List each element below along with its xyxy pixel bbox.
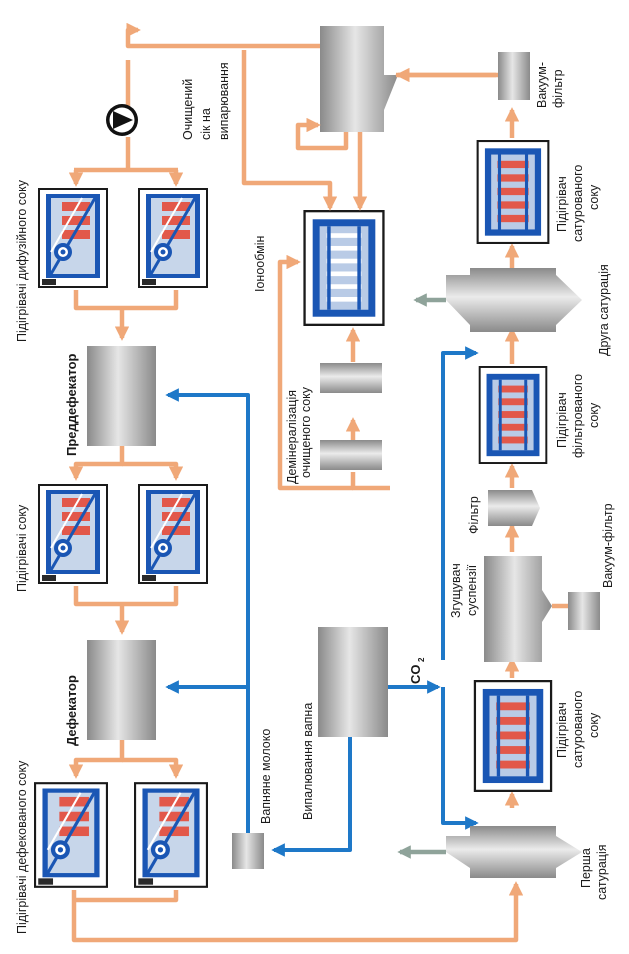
label-saturated-heater-bottom-1: Підігрівач [555, 702, 569, 758]
label-defecator: Дефекатор [64, 675, 79, 746]
diffusion-heater-1 [38, 188, 108, 288]
label-co2-subscript: 2 [417, 657, 426, 662]
flow-defecated-to-first-saturation [71, 881, 524, 943]
defecated-heater-1 [34, 782, 108, 888]
label-second-saturation: Друга сатурація [597, 264, 611, 356]
ion-exchange-unit [302, 210, 386, 326]
pump-icon [106, 104, 138, 136]
flow-defecator-to-heaters [68, 740, 184, 779]
ion-exchange-lines [277, 254, 361, 491]
label-saturated-heater-top-1: Підігрівач [555, 176, 569, 232]
lime-milk-lines [165, 388, 250, 833]
label-ion-exchange: Іонообмін [253, 236, 267, 292]
demineralization-column-1 [320, 440, 382, 470]
label-first-saturation-2: сатурація [595, 844, 609, 900]
label-lime-milk: Вапняне молоко [259, 729, 273, 824]
filter-unit [488, 490, 540, 526]
label-vacuum-filter-top-1: Вакуум- [535, 62, 549, 108]
defecated-heater-2 [134, 782, 208, 888]
filtered-heater [477, 366, 549, 464]
label-juice-heaters: Підігрівачі соку [15, 504, 29, 592]
label-purified-juice-1: Очищений [181, 79, 195, 140]
flow-thickener-to-demin [350, 472, 390, 491]
first-saturation-vessel [446, 826, 582, 878]
label-defecated-heaters: Підігрівачі дефекованого соку [15, 760, 29, 934]
purified-juice-lines [125, 22, 500, 211]
label-filtered-heater-3: соку [587, 402, 601, 428]
vacuum-filter-bottom [568, 592, 600, 630]
saturated-heater-top [475, 140, 551, 244]
vacuum-filter-top [498, 52, 530, 100]
evaporation-unit [320, 26, 398, 132]
defecator-vessel [87, 640, 156, 740]
lime-kiln [318, 627, 388, 737]
label-purified-juice-3: випарювання [217, 62, 231, 140]
flow-heaters-to-defecator [73, 586, 179, 635]
label-first-saturation-1: Перша [579, 848, 593, 888]
label-thickener-1: Згущувач [449, 563, 463, 618]
label-demineralization-1: Демінералізація [285, 390, 299, 484]
label-demineralization-2: очищеного соку [299, 386, 313, 478]
label-filtered-heater-1: Підігрівач [555, 392, 569, 448]
juice-heater-1 [38, 484, 108, 584]
label-saturated-heater-top-2: сатурованого [571, 165, 585, 242]
label-thickener-2: суспензії [465, 564, 479, 616]
label-diffusion-heaters: Підігрівачі дифузійного соку [15, 179, 29, 342]
label-saturated-heater-bottom-2: сатурованого [571, 691, 585, 768]
thickener-vessel [484, 556, 552, 662]
label-filter: Фільтр [467, 496, 481, 534]
saturated-heater-bottom [473, 680, 553, 792]
predefecator-vessel [87, 346, 156, 446]
label-saturated-heater-bottom-3: соку [587, 712, 601, 738]
flow-predefecator-to-heaters [68, 446, 184, 481]
lime-milk-tank [232, 833, 264, 869]
label-predefecator: Преддефекатор [64, 353, 79, 456]
label-vacuum-filter-bottom: Вакуум-фільтр [601, 503, 615, 588]
second-saturation-vessel [446, 268, 582, 332]
label-purified-juice-2: сік на [199, 108, 213, 140]
label-filtered-heater-2: фільтрованого [571, 374, 585, 458]
label-vacuum-filter-top-2: фільтр [551, 69, 565, 108]
label-lime-burning: Випалювання вапна [301, 703, 315, 820]
lime-kiln-lines [271, 346, 479, 857]
label-co2-main: CO [408, 665, 423, 685]
diffusion-heater-2 [138, 188, 208, 288]
juice-heater-2 [138, 484, 208, 584]
label-saturated-heater-top-3: соку [587, 184, 601, 210]
label-co2: CO 2 [408, 657, 426, 684]
demineralization-column-2 [320, 363, 382, 393]
flow-heaters-to-predefecator [73, 290, 179, 341]
